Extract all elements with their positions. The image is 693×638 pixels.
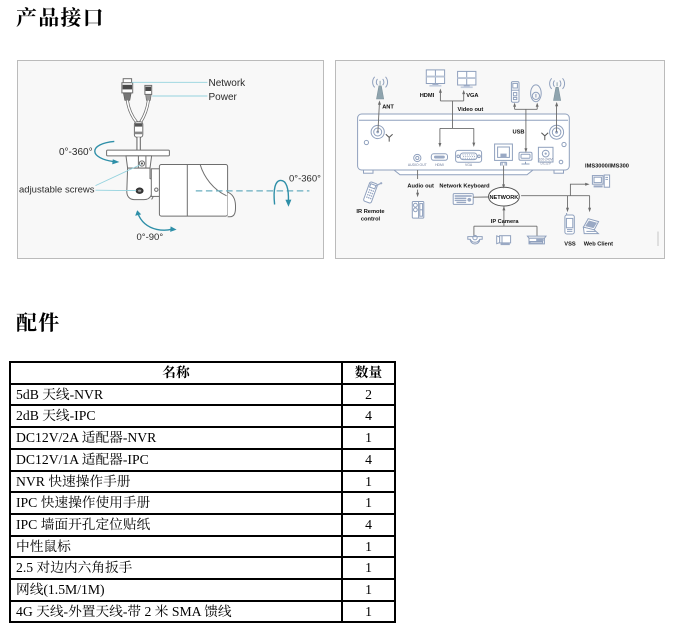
svg-text:Network Keyboard: Network Keyboard: [439, 184, 490, 190]
svg-text:HDMI: HDMI: [420, 93, 435, 99]
svg-text:DC12V: DC12V: [541, 161, 552, 165]
svg-text:IP Camera: IP Camera: [491, 219, 520, 225]
svg-text:VGA: VGA: [465, 163, 473, 167]
svg-text:adjustable screws: adjustable screws: [19, 185, 95, 196]
svg-text:VSS: VSS: [564, 241, 576, 247]
svg-text:Audio out: Audio out: [407, 184, 434, 190]
svg-text:100-240V: 100-240V: [539, 158, 554, 162]
svg-text:0°-90°: 0°-90°: [137, 232, 164, 243]
svg-text:Web Client: Web Client: [584, 241, 613, 247]
svg-text:AUDIO OUT: AUDIO OUT: [408, 163, 427, 167]
svg-text:0°-360°: 0°-360°: [289, 174, 321, 185]
svg-text:ANT: ANT: [382, 105, 394, 111]
svg-text:Network: Network: [209, 78, 247, 89]
svg-text:IMS3000/IMS300: IMS3000/IMS300: [585, 163, 629, 169]
svg-text:NETWORK: NETWORK: [489, 195, 518, 201]
svg-text:USB: USB: [513, 129, 525, 135]
svg-text:IR Remote: IR Remote: [356, 209, 384, 215]
svg-text:Video out: Video out: [458, 107, 484, 113]
svg-text:VGA: VGA: [466, 93, 478, 99]
svg-text:control: control: [361, 216, 381, 222]
svg-text:Power: Power: [209, 92, 238, 103]
svg-text:0°-360°: 0°-360°: [59, 147, 93, 158]
svg-text:HDMI: HDMI: [435, 163, 444, 167]
